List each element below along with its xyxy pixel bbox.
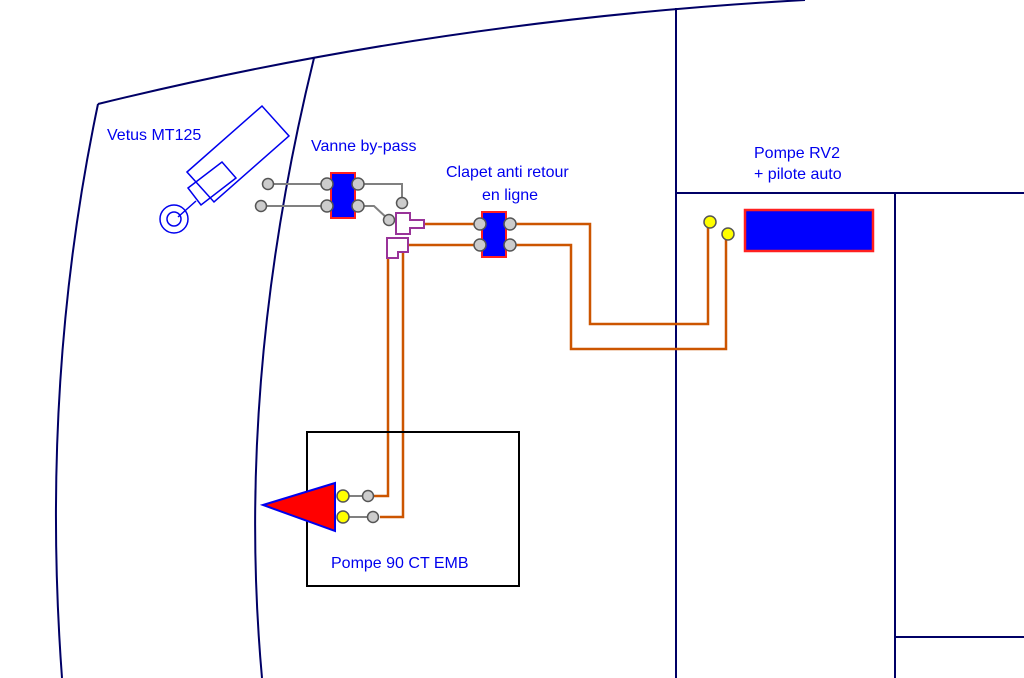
hose-lower-return: [510, 240, 728, 351]
label-pompe-rv2-line2: + pilote auto: [754, 166, 842, 183]
hose-upper-return: [510, 222, 710, 326]
port-bypass-lr: [351, 199, 365, 213]
port-clapet-ul: [473, 217, 487, 231]
vetus-mt125-cylinder: [159, 104, 291, 234]
port-rv2-left: [703, 215, 717, 229]
port-cylinder-lower: [254, 199, 268, 213]
cylinder-eye-outer: [159, 204, 189, 234]
port-cylinder-upper: [261, 177, 275, 191]
port-bypass-ur: [351, 177, 365, 191]
cylinder-eye-inner: [166, 211, 182, 227]
check-valve-body: [481, 211, 507, 258]
cylinder-body: [185, 104, 291, 204]
grey-ports: [254, 177, 517, 524]
hull-inner-side: [254, 57, 315, 678]
drive-motor-triangle: [259, 481, 336, 533]
cylinder-rod: [177, 200, 197, 218]
label-clapet-line1: Clapet anti retour: [446, 164, 569, 181]
bypass-valve-body: [330, 172, 356, 219]
port-bypass-ll: [320, 199, 334, 213]
hose-tee-to-pump-outer: [374, 248, 390, 498]
grey-pipe-upper-right: [358, 183, 403, 203]
port-motor-grey-bottom: [366, 510, 380, 524]
pompe-rv2-body: [743, 208, 875, 253]
port-grey-tee-upper: [395, 196, 409, 210]
label-vetus-mt125: Vetus MT125: [107, 127, 201, 144]
port-rv2-right: [721, 227, 735, 241]
port-motor-yellow-bottom: [336, 510, 350, 524]
port-grey-tee-lower: [382, 213, 396, 227]
hull-structure: [54, 0, 1024, 678]
labels: Vetus MT125 Vanne by-pass Clapet anti re…: [107, 127, 842, 572]
bypass-valve: [330, 172, 356, 219]
port-motor-yellow-top: [336, 489, 350, 503]
cylinder-inner: [186, 160, 238, 207]
tee-fitting-lower: [386, 237, 409, 259]
port-clapet-ll: [473, 238, 487, 252]
port-bypass-ul: [320, 177, 334, 191]
port-motor-grey-top: [361, 489, 375, 503]
hull-top-edge: [97, 0, 806, 105]
hull-outer-side: [54, 103, 99, 678]
yellow-ports: [336, 215, 735, 524]
tee-fittings: [386, 212, 425, 259]
label-pompe-90: Pompe 90 CT EMB: [331, 555, 469, 572]
port-clapet-ur: [503, 217, 517, 231]
grey-pipes: [261, 183, 403, 518]
port-clapet-lr: [503, 238, 517, 252]
tee-fitting-upper: [395, 212, 425, 235]
label-clapet-line2: en ligne: [482, 187, 538, 204]
label-vanne-bypass: Vanne by-pass: [311, 138, 417, 155]
check-valve: [481, 211, 507, 258]
orange-hoses: [374, 222, 728, 519]
hose-tee-to-pump-inner: [380, 248, 405, 519]
label-pompe-rv2-line1: Pompe RV2: [754, 145, 840, 162]
